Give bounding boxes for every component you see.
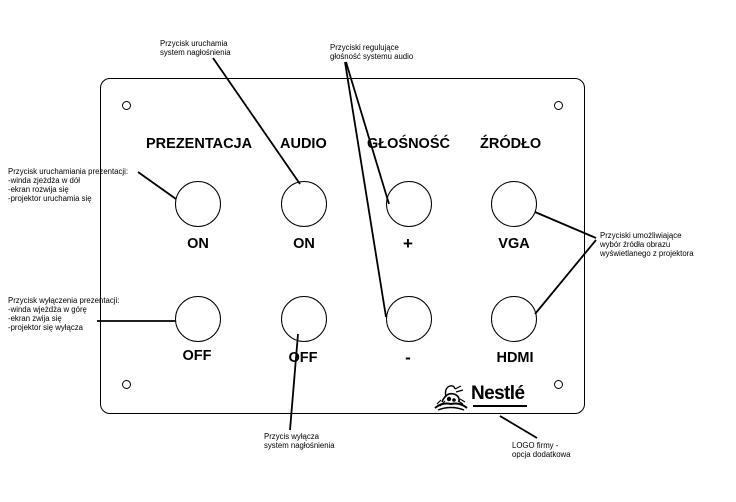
note-audio-on: Przycisk uruchamia system nagłośnienia	[160, 39, 231, 57]
source-hdmi-button[interactable]	[491, 296, 537, 342]
presentation-off-button[interactable]	[175, 296, 221, 342]
logo-underline	[473, 405, 527, 407]
logo-text: Nestlé	[471, 383, 525, 404]
presentation-on-label: ON	[187, 236, 209, 252]
mount-hole-bottom-left	[122, 380, 131, 389]
volume-up-button[interactable]	[386, 181, 432, 227]
note-logo: LOGO firmy - opcja dodatkowa	[512, 441, 571, 459]
presentation-on-button[interactable]	[175, 181, 221, 227]
volume-up-label: +	[403, 234, 413, 253]
leader-logo	[499, 415, 538, 439]
control-panel	[100, 78, 585, 414]
audio-on-button[interactable]	[281, 181, 327, 227]
note-presentation-off: Przycisk wyłączenia prezentacji: -winda …	[8, 296, 120, 332]
heading-presentation: PREZENTACJA	[146, 136, 253, 152]
presentation-off-label: OFF	[182, 348, 212, 364]
volume-down-label: -	[405, 348, 411, 367]
company-logo: Nestlé	[432, 380, 528, 414]
source-vga-button[interactable]	[491, 181, 537, 227]
mount-hole-top-right	[554, 101, 563, 110]
nest-bird-logo-icon	[434, 385, 468, 411]
audio-on-label: ON	[293, 236, 315, 252]
note-presentation-on: Przycisk uruchamiania prezentacji: -wind…	[8, 167, 129, 203]
heading-source: ŹRÓDŁO	[480, 136, 542, 152]
heading-audio: AUDIO	[280, 136, 327, 152]
source-hdmi-label: HDMI	[496, 350, 534, 366]
mount-hole-top-left	[122, 101, 131, 110]
note-source: Przyciski umożliwiające wybór źródła obr…	[600, 231, 694, 258]
source-vga-label: VGA	[498, 236, 530, 252]
mount-hole-bottom-right	[554, 380, 563, 389]
note-volume: Przyciski regulujące głośność systemu au…	[330, 43, 414, 61]
audio-off-button[interactable]	[281, 296, 327, 342]
audio-off-label: OFF	[288, 350, 318, 366]
heading-volume: GŁOŚNOŚĆ	[367, 136, 450, 152]
volume-down-button[interactable]	[386, 296, 432, 342]
note-audio-off: Przycis wyłącza system nagłośnienia	[264, 432, 335, 450]
